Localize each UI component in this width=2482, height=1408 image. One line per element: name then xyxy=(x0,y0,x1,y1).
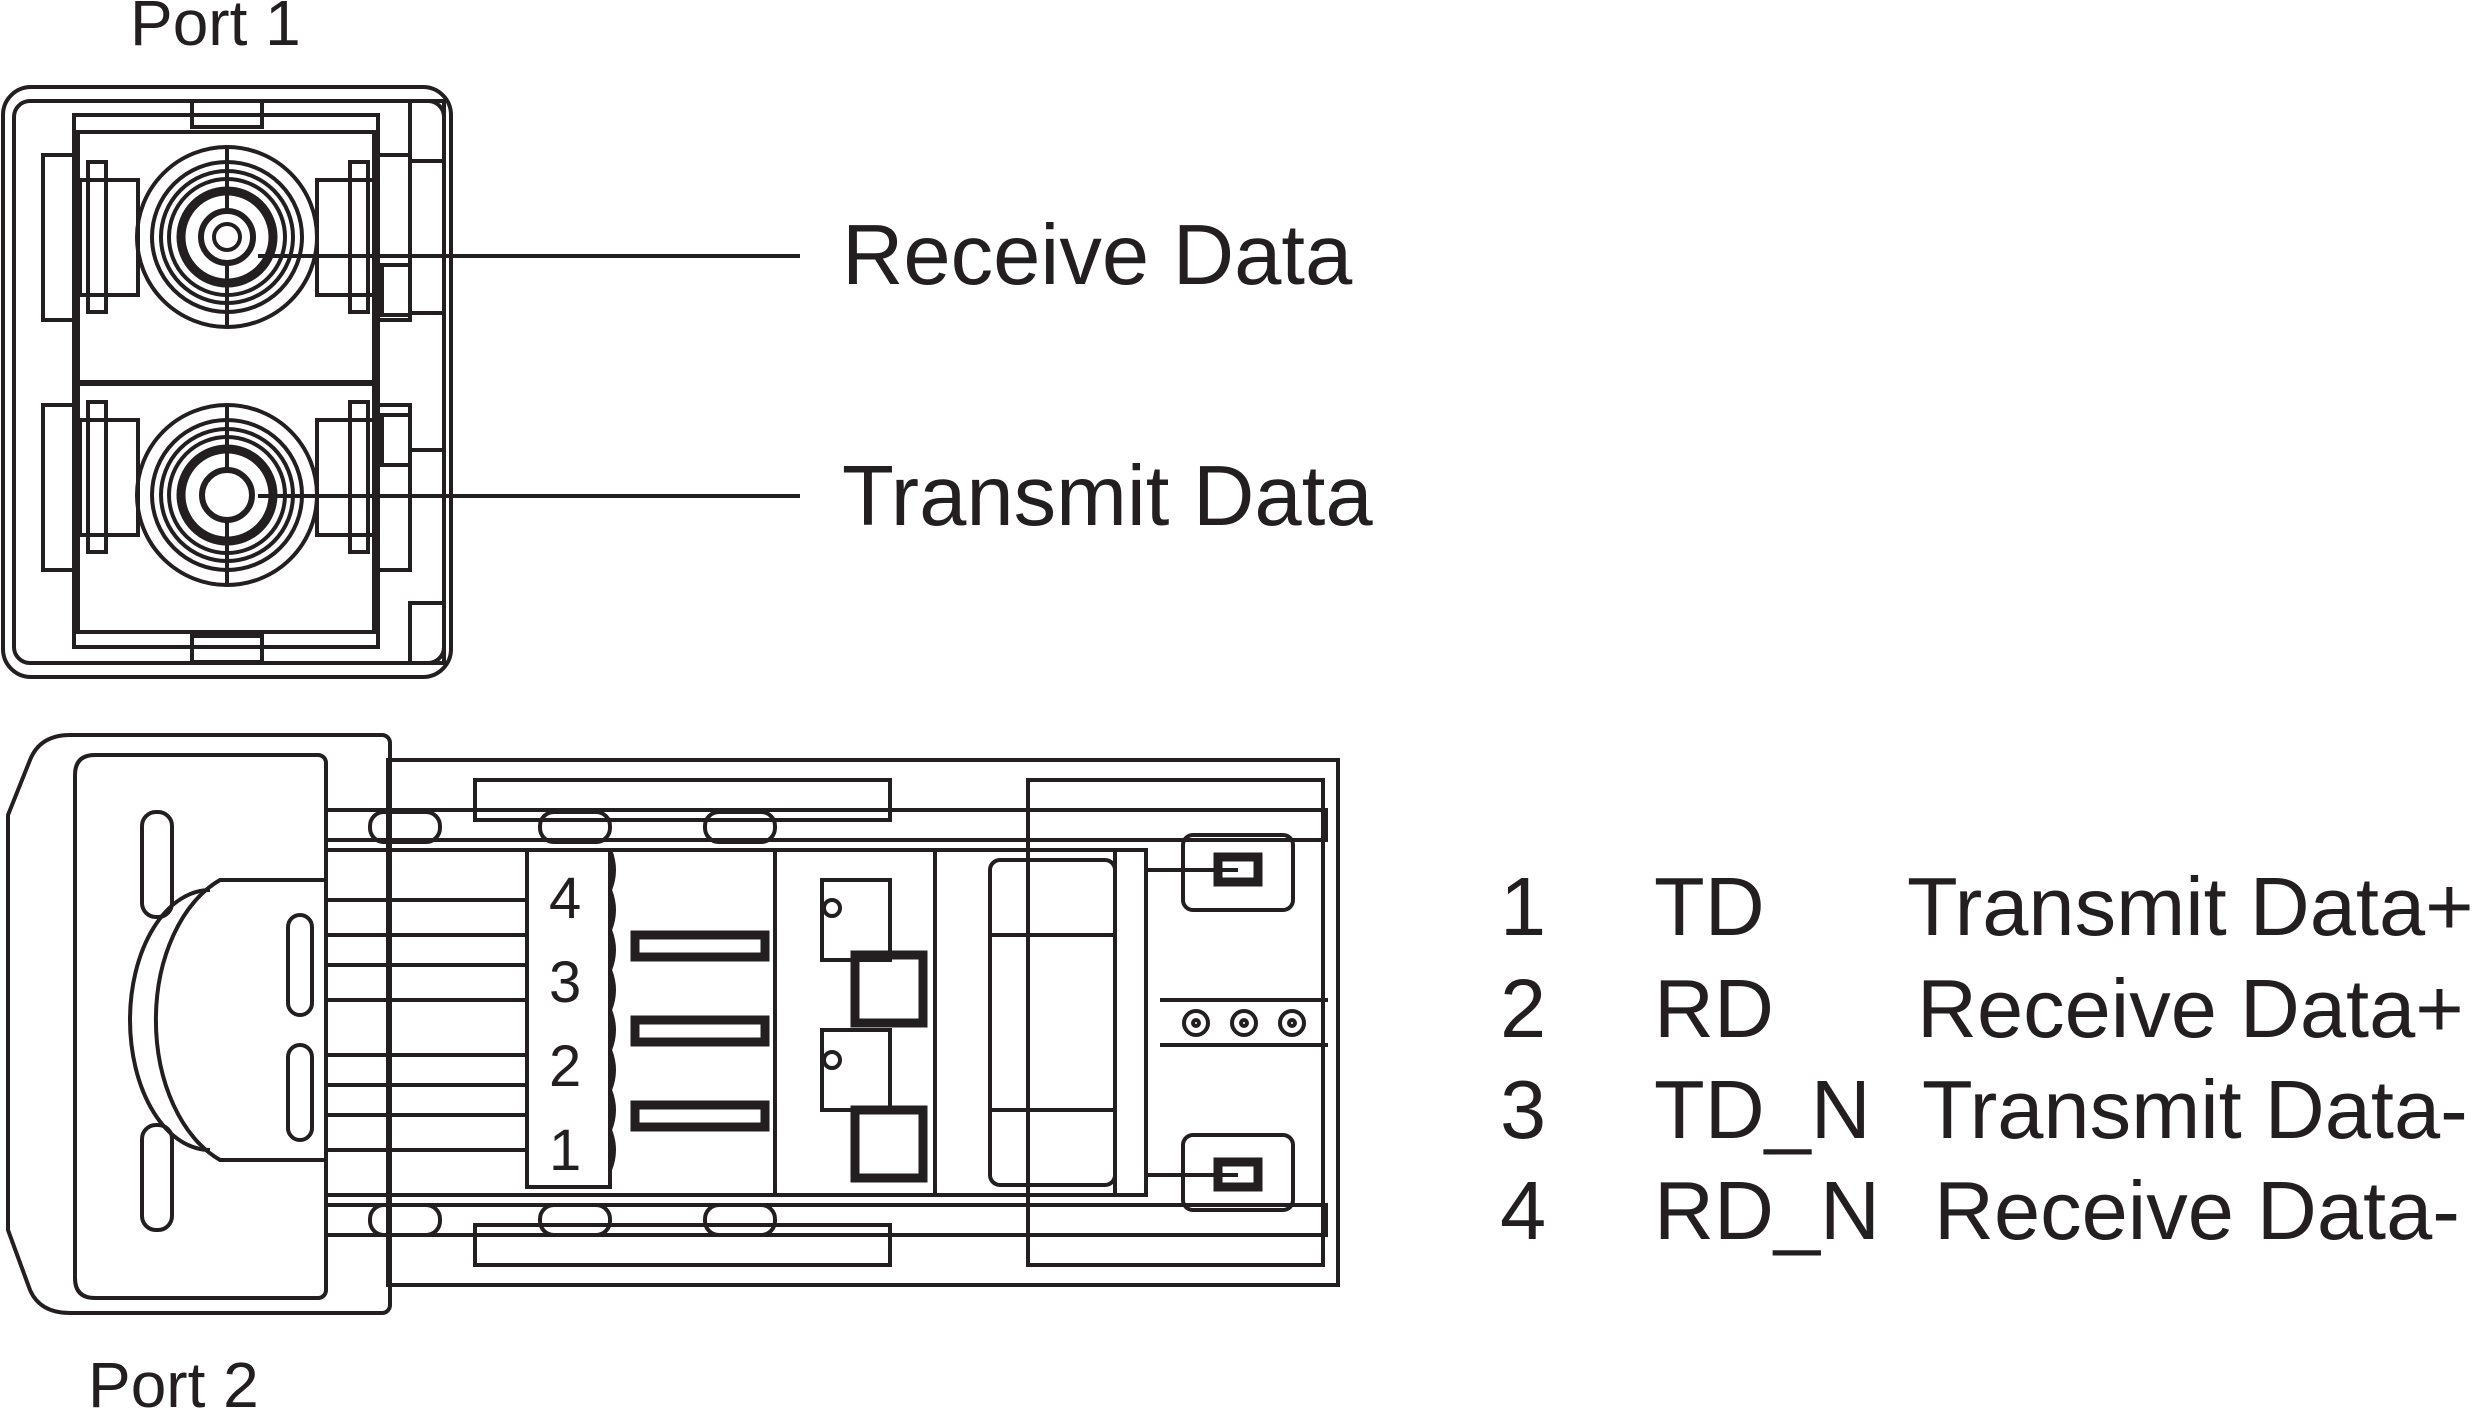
pin-row: 2 RD Receive Data+ xyxy=(1500,962,2464,1055)
pin-row: 3 TD_N Transmit Data- xyxy=(1500,1063,2468,1156)
port1-label: Port 1 xyxy=(130,0,301,59)
pin-row: 4 RD_N Receive Data- xyxy=(1500,1164,2460,1257)
pin-row: 1 TD Transmit Data+ xyxy=(1500,860,2474,953)
pin-description: Transmit Data+ xyxy=(1907,860,2474,953)
pin-description: Receive Data- xyxy=(1934,1164,2460,1257)
strip-number: 4 xyxy=(549,866,581,931)
strip-number: 2 xyxy=(549,1034,581,1099)
pin-table: 1 TD Transmit Data+ 2 RD Receive Data+ 3… xyxy=(1500,860,2474,1257)
receive-data-label: Receive Data xyxy=(842,208,1353,303)
pin-number: 3 xyxy=(1500,1063,1546,1156)
pin-number: 4 xyxy=(1500,1164,1546,1257)
receive-port xyxy=(78,145,377,329)
pin-code: TD xyxy=(1654,860,1765,953)
pin-code: RD xyxy=(1654,962,1774,1055)
pin-number: 1 xyxy=(1500,860,1546,953)
transmit-data-label: Transmit Data xyxy=(842,449,1373,544)
pin-code: RD_N xyxy=(1654,1164,1880,1257)
port1-front-view xyxy=(1,85,453,679)
strip-number: 1 xyxy=(549,1118,581,1183)
strip-number: 3 xyxy=(549,950,581,1015)
pin-code: TD_N xyxy=(1654,1063,1871,1156)
pin-description: Transmit Data- xyxy=(1922,1063,2468,1156)
pin-description: Receive Data+ xyxy=(1917,962,2464,1055)
pin-number: 2 xyxy=(1500,962,1546,1055)
strip-numbers: 4 3 2 1 xyxy=(549,866,581,1183)
transmit-port xyxy=(78,400,377,587)
port2-side-view: 4 3 2 1 xyxy=(6,733,1340,1315)
port2-label: Port 2 xyxy=(88,1349,259,1408)
